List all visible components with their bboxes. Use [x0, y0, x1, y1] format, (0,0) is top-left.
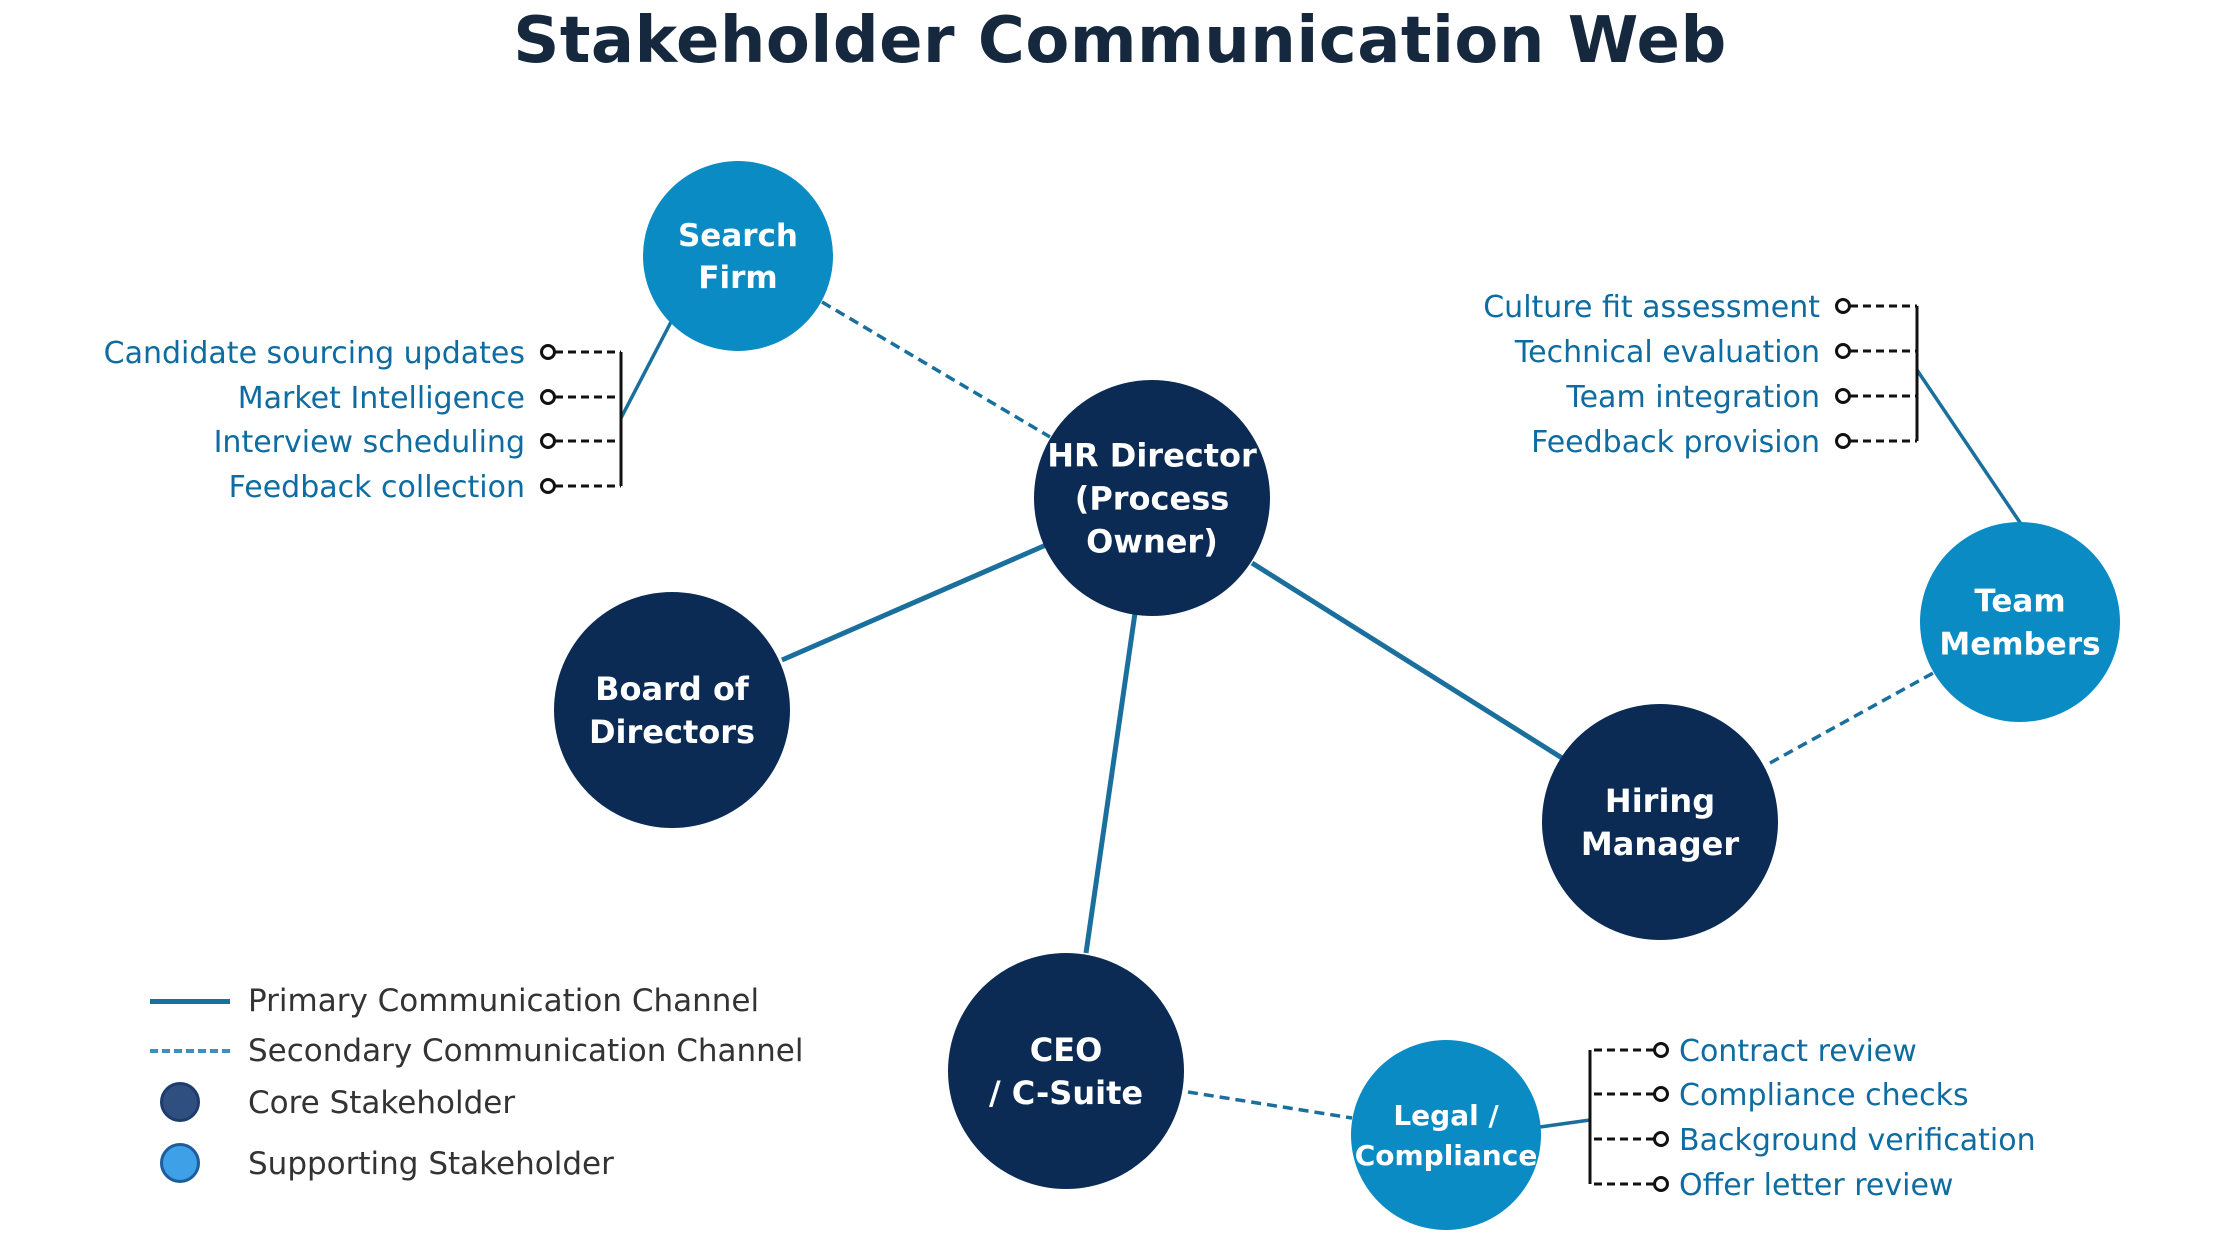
primary-edge-hr-director-hiring-manager — [1250, 560, 1564, 761]
core-dot-swatch — [160, 1082, 200, 1122]
primary-line-swatch — [150, 999, 230, 1004]
search-firm-label: Firm — [698, 260, 777, 296]
edges-layer — [781, 300, 1936, 1120]
board-label: Board of — [595, 670, 750, 708]
responsibility-item: Contract review — [1679, 1034, 1917, 1069]
bullet-circle — [1653, 1176, 1669, 1192]
hr-director-label: Owner) — [1086, 523, 1218, 561]
bullet-circle — [540, 344, 556, 360]
responsibility-item: Market Intelligence — [238, 381, 525, 416]
ceo-label: / C-Suite — [989, 1074, 1143, 1112]
search-firm-bracket-connector — [619, 319, 674, 419]
legend-core-label: Core Stakeholder — [248, 1085, 516, 1121]
bullet-circle — [1653, 1086, 1669, 1102]
responsibility-item: Background verification — [1679, 1123, 2036, 1158]
primary-edge-hr-director-board — [781, 542, 1047, 663]
legend-core: Core Stakeholder — [140, 1080, 900, 1126]
bullet-circle — [540, 389, 556, 405]
search-firm-label: Search — [678, 218, 798, 254]
board-circle — [554, 592, 790, 828]
responsibility-item: Team integration — [1565, 380, 1820, 415]
bullet-circle — [540, 478, 556, 494]
diagram-title: Stakeholder Communication Web — [513, 4, 1727, 78]
hr-director-label: HR Director — [1047, 437, 1257, 475]
team-members-label: Members — [1939, 627, 2100, 663]
bullet-circle — [1653, 1131, 1669, 1147]
primary-edge-hr-director-ceo — [1083, 612, 1138, 954]
legend-supporting: Supporting Stakeholder — [140, 1141, 900, 1187]
legend-supporting-label: Supporting Stakeholder — [248, 1146, 614, 1182]
responsibility-item: Feedback provision — [1531, 425, 1820, 460]
secondary-edge-hiring-manager-team-members — [1769, 670, 1936, 765]
hiring-manager-circle — [1542, 704, 1778, 940]
legal-label: Legal / — [1393, 1099, 1499, 1132]
bullet-circle — [1835, 388, 1851, 404]
hr-director-label: (Process — [1075, 480, 1230, 518]
node-board: Board of Directors — [554, 592, 790, 828]
bullet-circle — [1653, 1042, 1669, 1058]
supporting-dot-swatch — [160, 1143, 200, 1183]
secondary-line-swatch — [150, 1049, 230, 1053]
legal-bracket-connector — [1539, 1118, 1591, 1129]
hr-director-circle — [1034, 380, 1270, 616]
secondary-edge-ceo-legal — [1187, 1090, 1353, 1120]
team-members-label: Team — [1974, 584, 2065, 620]
ceo-circle — [948, 953, 1184, 1189]
bullet-circle — [1835, 298, 1851, 314]
responsibility-item: Technical evaluation — [1514, 335, 1820, 370]
responsibility-item: Compliance checks — [1679, 1078, 1969, 1113]
legal-circle — [1351, 1040, 1541, 1230]
legal-label: Compliance — [1355, 1139, 1538, 1172]
legend-primary: Primary Communication Channel — [140, 978, 900, 1024]
bullet-circle — [1835, 343, 1851, 359]
node-ceo: CEO / C-Suite — [948, 953, 1184, 1189]
board-label: Directors — [589, 713, 755, 751]
legend-secondary-label: Secondary Communication Channel — [248, 1033, 804, 1069]
team-members-bracket-connector — [1915, 369, 2023, 525]
node-legal: Legal / Compliance — [1351, 1040, 1541, 1230]
hiring-manager-label: Hiring — [1605, 782, 1715, 820]
legend-primary-label: Primary Communication Channel — [248, 983, 760, 1019]
responsibility-item: Offer letter review — [1679, 1168, 1953, 1203]
responsibility-item: Candidate sourcing updates — [104, 336, 525, 371]
responsibility-item: Culture fit assessment — [1483, 290, 1820, 325]
responsibility-item: Feedback collection — [229, 470, 525, 505]
hiring-manager-label: Manager — [1581, 825, 1739, 863]
team-members-circle — [1920, 522, 2120, 722]
bullet-circle — [1835, 433, 1851, 449]
responsibility-item: Interview scheduling — [214, 425, 525, 460]
ceo-label: CEO — [1030, 1031, 1103, 1069]
legend-secondary: Secondary Communication Channel — [140, 1028, 900, 1074]
secondary-edge-search-firm-hr-director — [821, 300, 1051, 439]
bullet-circle — [540, 433, 556, 449]
search-firm-circle — [643, 161, 833, 351]
